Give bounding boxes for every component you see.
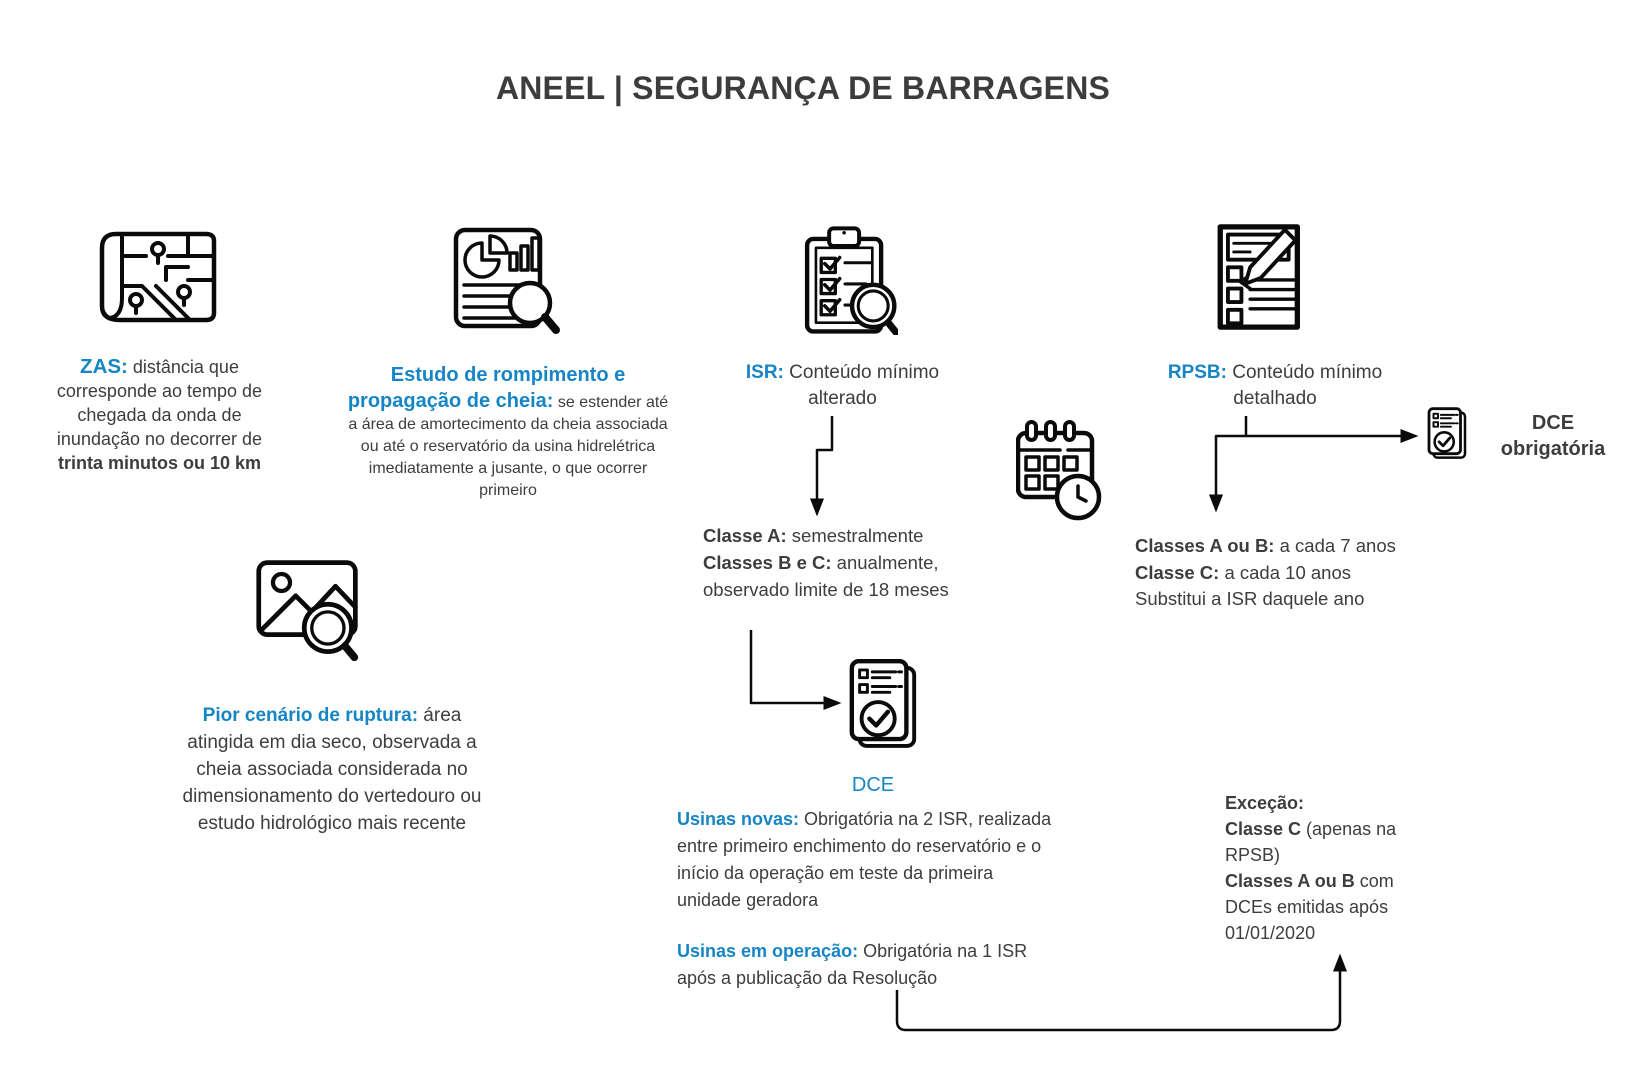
usinas-em-operacao-text: Obrigatória na 1 ISR após a publicação d… [677, 941, 1028, 988]
rpsb-frequency-list: Classes A ou B: a cada 7 anos Classe C: … [1135, 533, 1450, 613]
estudo-text: se estender até a área de amortecimento … [348, 394, 669, 499]
rpsb-text: Conteúdo mínimo detalhado [1226, 362, 1383, 409]
isr-frequency-item: Classe A: semestralmente [703, 525, 924, 546]
zas-label: ZAS: [80, 355, 128, 378]
usinas-novas-text: Obrigatória na 2 ISR, realizada entre pr… [677, 809, 1052, 910]
excecao-item: Classes A ou B com DCEs emitidas após 01… [1225, 871, 1394, 943]
rpsb-label: RPSB: [1167, 362, 1227, 383]
excecao-item: Classe C (apenas na RPSB) [1225, 819, 1397, 865]
isr-label: ISR: [745, 362, 784, 383]
dce-obrigatoria-label: DCE obrigatória [1500, 412, 1606, 460]
isr-text: Conteúdo mínimo alterado [783, 362, 940, 409]
usinas-novas-section: Usinas novas: Obrigatória na 2 ISR, real… [677, 806, 1057, 914]
image-magnifier-icon [256, 560, 359, 662]
dce-document-check-icon [849, 658, 917, 748]
rpsb-frequency-item: Classe C: a cada 10 anos [1135, 561, 1351, 583]
arrow-rpsb-to-frequency [1209, 434, 1246, 513]
estudo-label: Estudo de rompimento e propagação de che… [347, 364, 626, 412]
usinas-em-operacao-section: Usinas em operação: Obrigatória na 1 ISR… [677, 938, 1057, 992]
document-pencil-icon [1217, 224, 1300, 330]
excecao-heading: Exceção: [1225, 793, 1305, 813]
page-title: ANEEL | SEGURANÇA DE BARRAGENS [495, 70, 1111, 106]
isr-frequency-list: Classe A: semestralmente Classes B e C: … [703, 522, 965, 603]
pior-cenario-label: Pior cenário de ruptura: [202, 705, 419, 726]
pior-cenario-section: Pior cenário de ruptura: área atingida e… [167, 702, 497, 837]
arrow-rpsb-to-dce-obrigatoria [1244, 416, 1419, 443]
arrow-frequency-to-dce [749, 630, 842, 710]
zas-bold-text: trinta minutos ou 10 km [57, 453, 262, 473]
dce-heading: DCE [851, 774, 895, 796]
usinas-novas-label: Usinas novas: [677, 809, 800, 829]
arrow-isr-to-frequency [810, 416, 834, 517]
usinas-em-operacao-label: Usinas em operação: [677, 941, 859, 961]
isr-frequency-item: Classes B e C: anualmente, observado lim… [703, 552, 949, 600]
report-chart-magnifier-icon [453, 227, 560, 334]
zas-section: ZAS: distância que corresponde ao tempo … [42, 355, 277, 475]
dce-obrigatoria-document-check-icon [1427, 407, 1467, 459]
clipboard-checklist-magnifier-icon [804, 226, 898, 335]
rpsb-frequency-item: Classes A ou B: a cada 7 anos [1135, 535, 1396, 556]
pior-cenario-text: área atingida em dia seco, observada a c… [182, 705, 482, 834]
estudo-section: Estudo de rompimento e propagação de che… [347, 362, 669, 502]
excecao-section: Exceção: Classe C (apenas na RPSB) Class… [1225, 790, 1435, 946]
isr-section: ISR: Conteúdo mínimo alterado [710, 360, 975, 412]
rpsb-frequency-item: Substitui a ISR daquele ano [1135, 588, 1365, 609]
zas-text: distância que corresponde ao tempo de ch… [56, 357, 263, 449]
calendar-clock-icon [1016, 420, 1102, 521]
map-with-pins-icon [99, 231, 217, 323]
rpsb-section: RPSB: Conteúdo mínimo detalhado [1125, 360, 1425, 412]
